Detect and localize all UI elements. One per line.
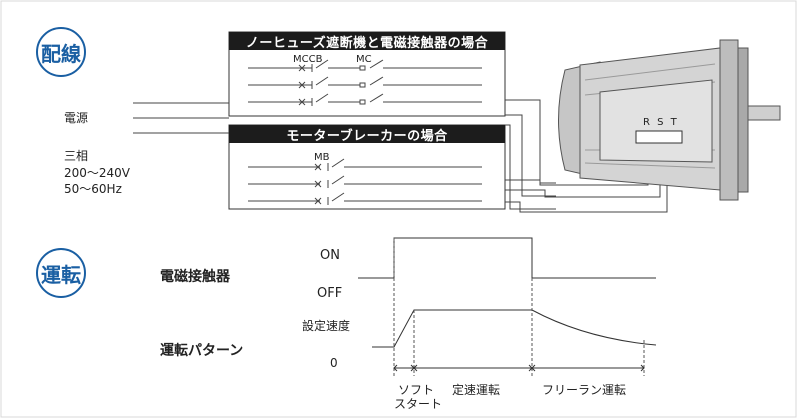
mccb-wiring: [248, 59, 482, 106]
breaker-x-symbol: [314, 163, 322, 205]
mb-header: モーターブレーカーの場合: [229, 125, 505, 144]
on-label: ON: [320, 248, 340, 263]
operation-badge: 運転: [36, 248, 86, 298]
timing-chart: [358, 237, 657, 376]
wiring-badge-text: 配線: [41, 41, 81, 66]
frequency-label: 50〜60Hz: [64, 182, 122, 196]
contactor-label: 電磁接触器: [160, 269, 230, 285]
mb-label: MB: [314, 152, 330, 163]
mccb-header: ノーヒューズ遮断機と電磁接触器の場合: [229, 32, 505, 51]
soft-start-label-line2: スタート: [394, 397, 443, 411]
mc-label: MC: [356, 54, 372, 65]
contactor-signal: [358, 237, 656, 279]
speed-decay: [531, 309, 657, 346]
terminals-label: R S T: [643, 117, 679, 128]
mb-wiring: [248, 158, 482, 205]
free-run-label: フリーラン運転: [542, 383, 627, 397]
off-label: OFF: [317, 286, 343, 301]
pattern-label: 運転パターン: [160, 343, 244, 359]
power-label: 電源: [64, 111, 89, 125]
zero-label: 0: [330, 356, 338, 370]
mb-header-text: モーターブレーカーの場合: [286, 128, 448, 144]
breaker-x-symbol: [298, 64, 306, 106]
set-speed-label: 設定速度: [302, 319, 351, 333]
voltage-label: 200〜240V: [64, 166, 131, 180]
wiring-badge: 配線: [36, 27, 86, 77]
phase-label: 三相: [64, 149, 89, 163]
mccb-label: MCCB: [293, 54, 323, 65]
constant-speed-label: 定速運転: [452, 383, 501, 397]
contactor-square-symbol: [359, 65, 366, 105]
motor-illustration: [558, 39, 781, 201]
terminal-block: [635, 130, 683, 144]
speed-ramp: [372, 309, 532, 348]
operation-badge-text: 運転: [41, 262, 81, 287]
soft-start-label-line1: ソフト: [398, 383, 435, 397]
power-lines: [133, 102, 229, 134]
mccb-header-text: ノーヒューズ遮断機と電磁接触器の場合: [245, 35, 489, 51]
